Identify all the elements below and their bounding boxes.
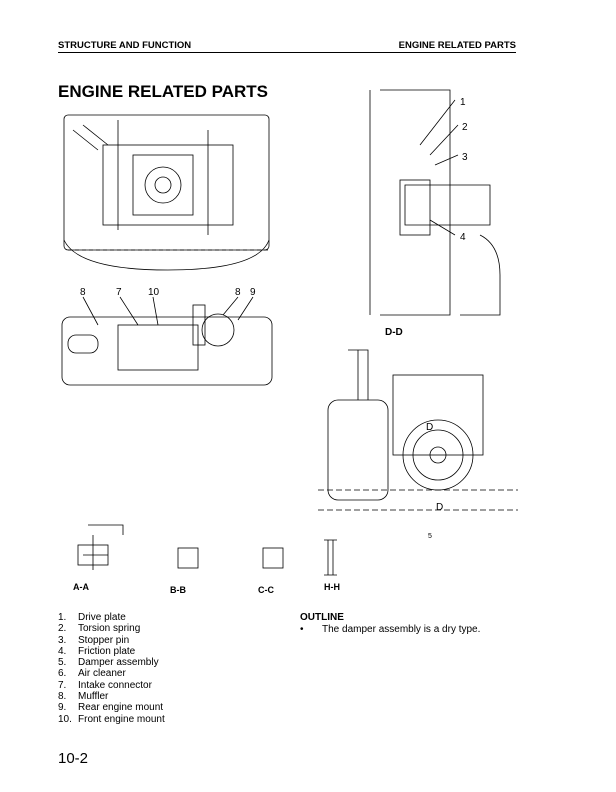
callout-1: 1	[460, 97, 466, 108]
callout-8b: 8	[235, 287, 241, 298]
header-rule	[58, 52, 516, 53]
list-item: 8.Muffler	[58, 691, 109, 703]
outline-section: OUTLINE •The damper assembly is a dry ty…	[300, 612, 480, 635]
list-item: 7.Intake connector	[58, 679, 152, 691]
engine-top-view-drawing	[63, 114, 270, 271]
callout-d-top: D	[426, 422, 433, 433]
damper-section-dd-drawing: 1 2 3 4 D-D	[369, 89, 501, 338]
section-views-drawing: A-A B-B C-C H-H	[73, 524, 340, 595]
list-item: 4.Friction plate	[58, 645, 136, 657]
view-label-dd: D-D	[385, 327, 403, 338]
callout-4: 4	[460, 232, 466, 243]
callout-7: 7	[116, 287, 122, 298]
callout-5: 5	[428, 533, 432, 540]
outline-item: •The damper assembly is a dry type.	[300, 624, 481, 635]
section-label-bb: B-B	[170, 585, 186, 595]
page-title: ENGINE RELATED PARTS	[58, 82, 268, 101]
list-item: 10.Front engine mount	[58, 713, 165, 725]
parts-list: 1.Drive plate 2.Torsion spring 3.Stopper…	[58, 612, 165, 725]
callout-10: 10	[148, 287, 160, 298]
callout-9: 9	[250, 287, 256, 298]
section-label-cc: C-C	[258, 585, 274, 595]
list-item: 6.Air cleaner	[58, 668, 126, 680]
header-section: STRUCTURE AND FUNCTION	[58, 40, 192, 51]
engine-side-view-drawing: 8 7 10 8 9	[61, 287, 273, 386]
outline-heading: OUTLINE	[300, 612, 344, 623]
callout-d-bottom: D	[436, 502, 443, 513]
callout-8: 8	[80, 287, 86, 298]
list-item: 2.Torsion spring	[58, 623, 141, 635]
page-number: 10-2	[58, 750, 89, 767]
section-label-hh: H-H	[324, 582, 340, 592]
list-item: 3.Stopper pin	[58, 634, 130, 646]
list-item: 5.Damper assembly	[58, 657, 159, 669]
section-label-aa: A-A	[73, 582, 89, 592]
list-item: 1.Drive plate	[58, 612, 126, 623]
callout-2: 2	[462, 122, 468, 133]
damper-side-view-drawing: D D 5	[318, 349, 518, 540]
header-topic: ENGINE RELATED PARTS	[398, 40, 516, 51]
list-item: 9.Rear engine mount	[58, 702, 164, 714]
callout-3: 3	[462, 152, 468, 163]
